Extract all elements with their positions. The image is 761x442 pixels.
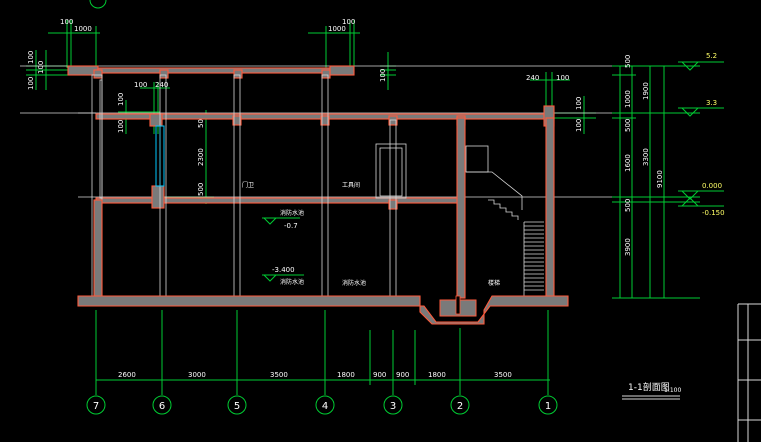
dim-left-mid-3: 100 — [117, 120, 125, 133]
dim-top-mid-1: 100 — [342, 18, 355, 26]
bottom-dim-6: 900 — [396, 371, 409, 379]
dim-right-side-3: 100 — [379, 69, 387, 82]
partial-axis-bubble — [89, 0, 107, 9]
axis-bubbles: 7 6 5 4 3 2 1 — [86, 395, 558, 415]
building-section — [20, 65, 612, 325]
axis-label-7: 7 — [93, 401, 99, 412]
bottom-dim-8: 3500 — [494, 371, 512, 379]
axis-label-6: 6 — [159, 401, 165, 412]
window-dims: 500 2300 500 — [164, 110, 214, 204]
dim-right-mid-3: 9100 — [656, 170, 664, 188]
dim-top-left-2: 1000 — [74, 25, 92, 33]
dim-window-2: 2300 — [197, 148, 205, 166]
elevation-markers: 5.2 3.3 0.000 -0.150 — [678, 52, 725, 217]
section-title: 1-1剖面图 — [628, 381, 670, 393]
bottom-dim-1: 2600 — [118, 371, 136, 379]
section-scale: 1:100 — [664, 387, 681, 394]
bottom-dims: 2600 3000 3500 1800 900 900 1800 3500 — [118, 371, 512, 379]
right-dim-chain: 500 1000 500 1600 500 3900 1900 3300 910… — [612, 55, 700, 299]
axis-label-5: 5 — [234, 401, 240, 412]
axis-label-3: 3 — [390, 401, 396, 412]
elevation-ground: 0.000 — [702, 182, 722, 190]
interior-elev-note-2: 消防水池 — [280, 278, 304, 286]
bottom-dim-2: 3000 — [188, 371, 206, 379]
dim-right-outer-3: 500 — [624, 119, 632, 132]
dim-right-mid-1: 1900 — [642, 82, 650, 100]
dim-left-mid-2: 240 — [155, 81, 168, 89]
dim-window-1: 500 — [197, 115, 205, 128]
title-block-frame — [737, 303, 761, 442]
door-opening — [375, 143, 407, 199]
bottom-dim-3: 3500 — [270, 371, 288, 379]
bottom-dim-7: 1800 — [428, 371, 446, 379]
wall-axis-7 — [93, 199, 103, 299]
axis-label-2: 2 — [457, 401, 463, 412]
elevation-outdoor: -0.150 — [702, 209, 725, 217]
interior-elev-2: -3.400 — [272, 266, 295, 274]
bottom-dim-4: 1800 — [337, 371, 355, 379]
dim-top-left-1: 100 — [60, 18, 73, 26]
interior-elev-1: -0.7 — [284, 222, 298, 230]
dim-left-mid-1: 100 — [134, 81, 147, 89]
dim-top-mid-2: 1000 — [328, 25, 346, 33]
room-stair: 楼梯 — [488, 279, 500, 287]
dim-right-outer-5: 500 — [624, 199, 632, 212]
elevation-first-floor: 3.3 — [706, 99, 717, 107]
axis-label-4: 4 — [322, 401, 328, 412]
dim-right-outer-6: 3900 — [624, 238, 632, 256]
dim-window-3: 500 — [197, 183, 205, 196]
room-fire-pool: 消防水池 — [342, 279, 366, 287]
axis-lines — [95, 310, 550, 395]
dim-left-3: 100 — [27, 51, 35, 64]
dim-right-outer-2: 1000 — [624, 90, 632, 108]
ground-floor-slab — [95, 197, 461, 204]
room-guard: 门卫 — [242, 181, 254, 189]
room-tool: 工具间 — [342, 181, 360, 189]
wall-axis-2 — [456, 117, 466, 299]
roof-parapet-mid — [329, 65, 355, 76]
stair — [465, 145, 544, 296]
roof-slab — [97, 67, 331, 74]
dim-right-outer-1: 500 — [624, 55, 632, 68]
dim-left-1: 100 — [27, 77, 35, 90]
interior-elev-note-1: 消防水池 — [280, 209, 304, 217]
bottom-dim-5: 900 — [373, 371, 386, 379]
dim-right-mid-2: 3300 — [642, 148, 650, 166]
elevation-roof: 5.2 — [706, 52, 717, 60]
dim-left-2: 100 — [37, 61, 45, 74]
foundation-slab — [77, 295, 569, 325]
dim-right-top-2: 100 — [556, 74, 569, 82]
dim-right-outer-4: 1600 — [624, 154, 632, 172]
dim-right-top-1: 240 — [526, 74, 539, 82]
top-mid-dims: 100 1000 — [308, 18, 360, 68]
drawing-title: 1-1剖面图 1:100 — [622, 381, 681, 400]
left-side-dims: 100 100 100 — [26, 50, 68, 90]
dim-left-mid-4: 100 — [117, 93, 125, 106]
wall-axis-1 — [545, 117, 555, 299]
top-left-dims: 100 1000 — [48, 18, 100, 68]
interior-elevations: 消防水池 -0.7 -3.400 消防水池 — [262, 209, 304, 286]
right-side-dims: 100 100 100 — [379, 52, 596, 134]
axis-label-1: 1 — [545, 401, 551, 412]
dim-right-side-2: 100 — [575, 119, 583, 132]
dim-right-side-1: 100 — [575, 97, 583, 110]
